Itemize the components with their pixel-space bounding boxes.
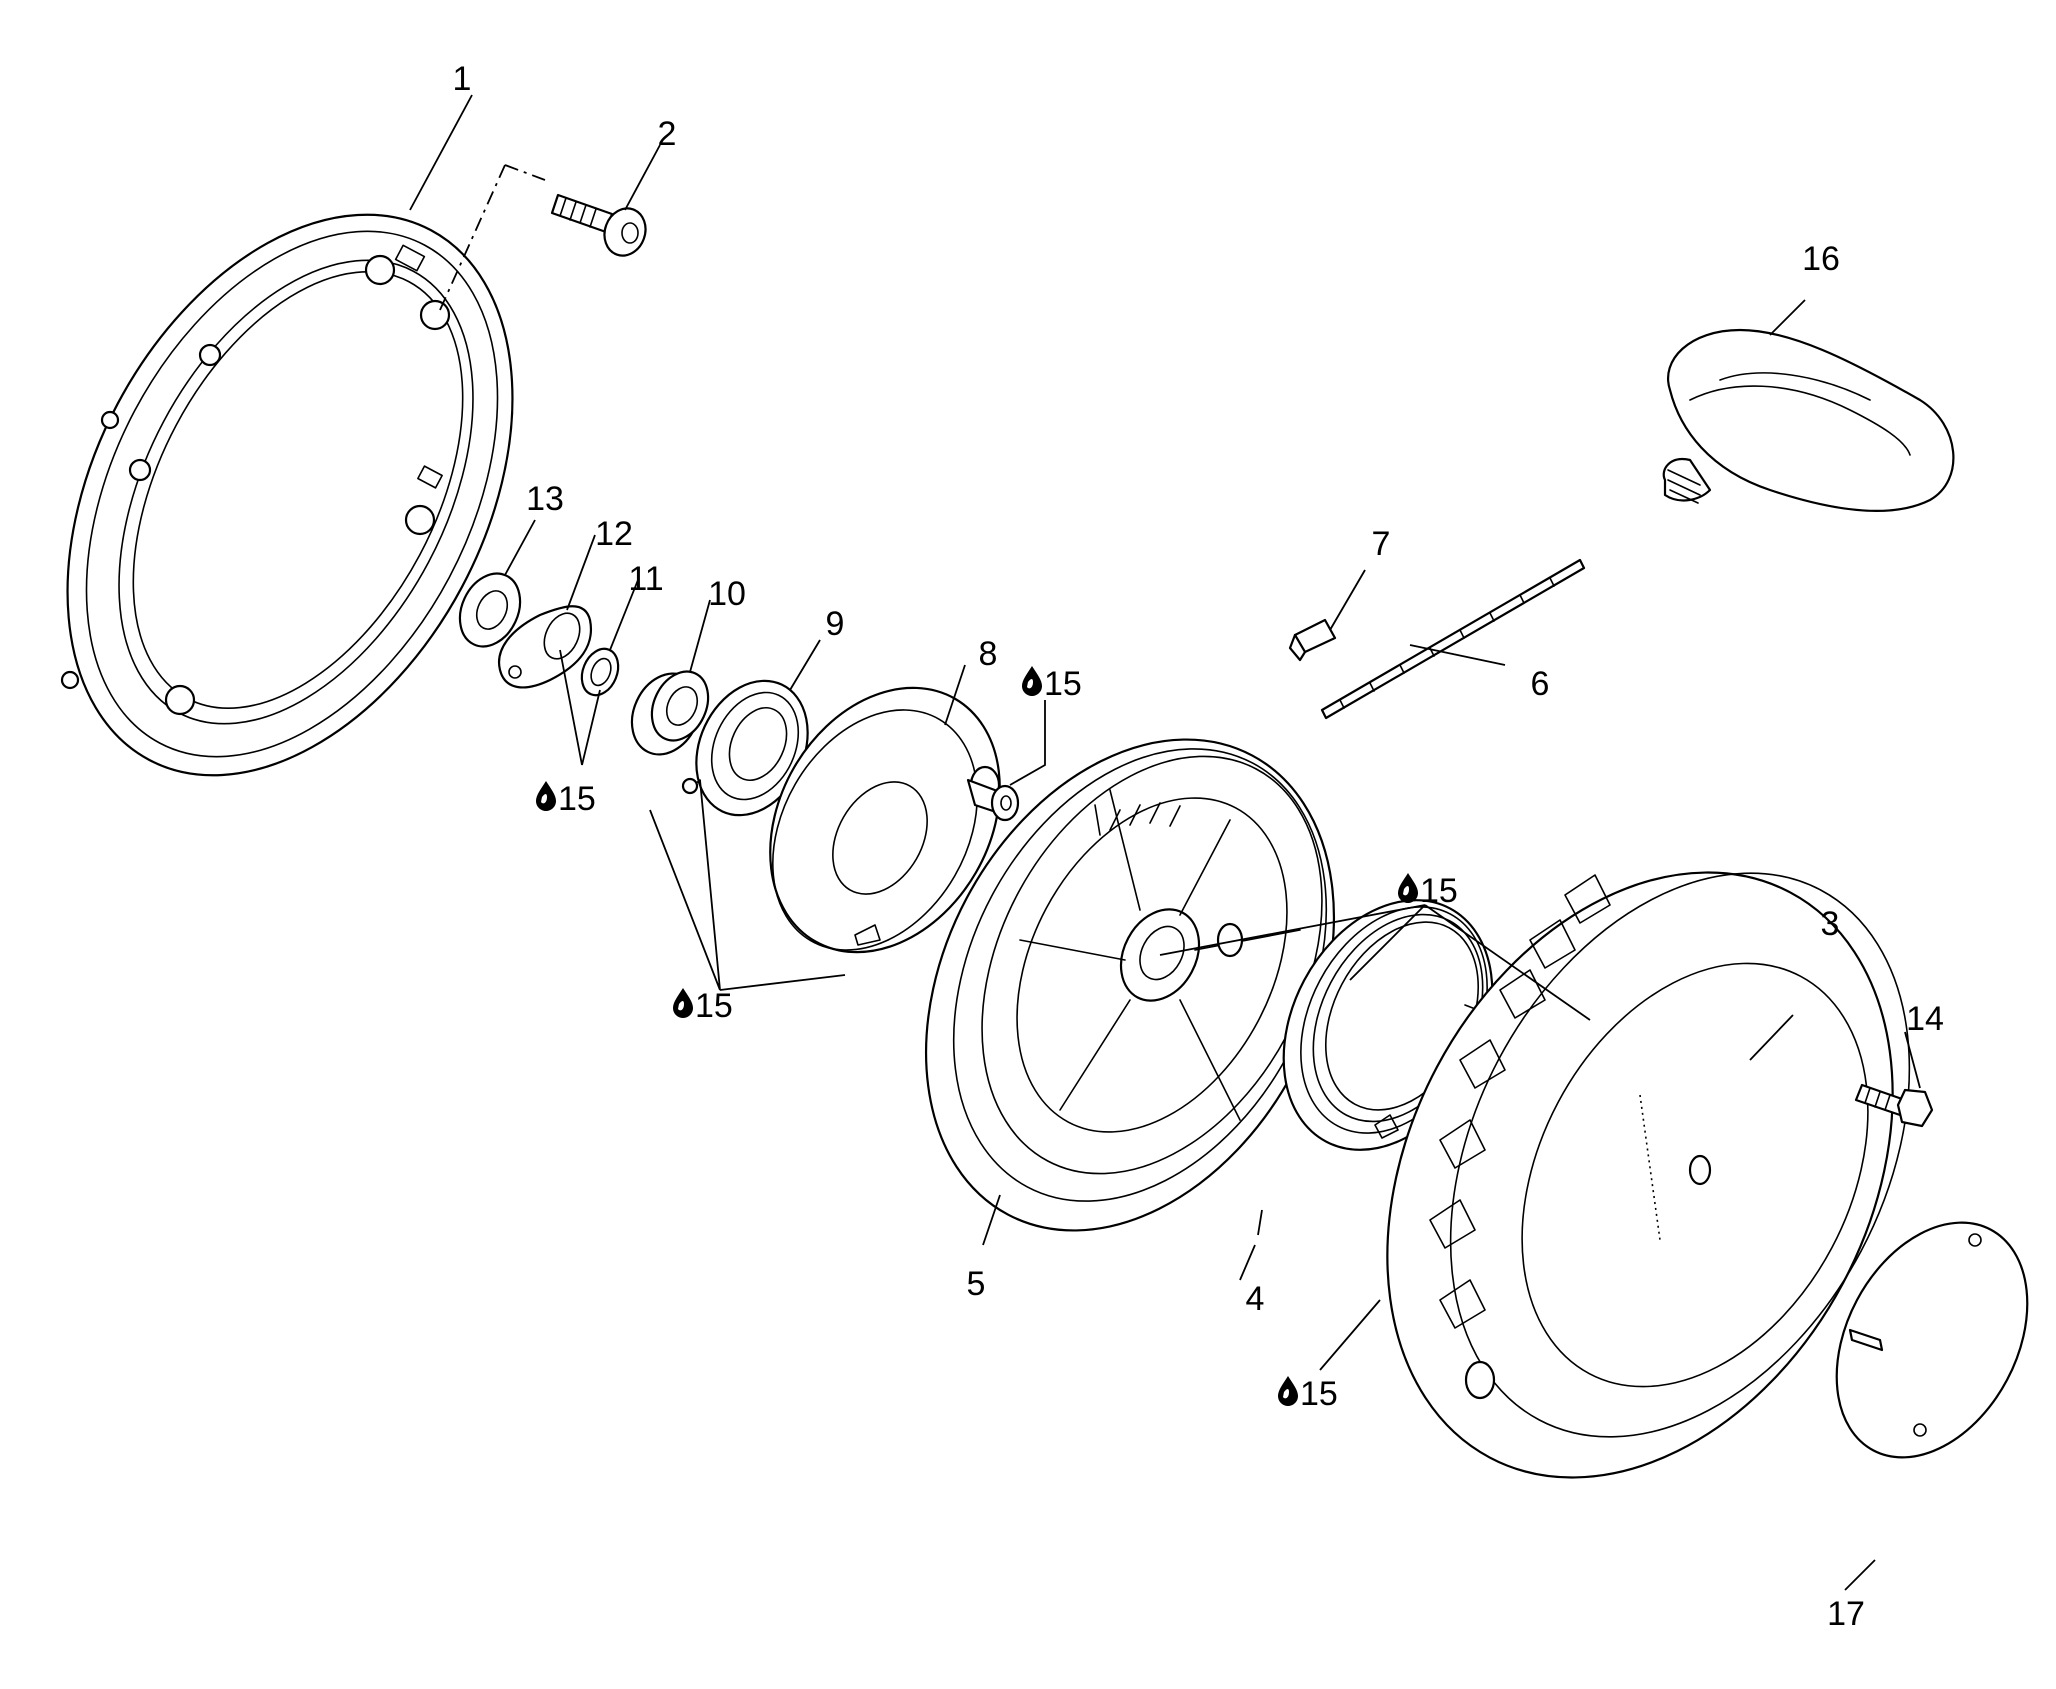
callout-12: 12	[595, 515, 633, 553]
callout-10: 10	[708, 575, 746, 613]
part-14-hex-screw	[1854, 1083, 1934, 1128]
svg-text:15: 15	[558, 780, 596, 818]
callout-8: 8	[979, 635, 998, 673]
callout-13: 13	[526, 480, 564, 518]
callout-11: 11	[628, 560, 663, 598]
part-1-flange-ring	[60, 213, 514, 777]
oil-drop-icon	[1278, 1376, 1298, 1406]
svg-text:15: 15	[1420, 872, 1458, 910]
lube-callout-4: 15	[1278, 1375, 1338, 1413]
oil-drop-icon	[1398, 873, 1418, 903]
lube-callout-9-8: 15	[673, 987, 733, 1025]
oil-drop-icon	[536, 781, 556, 811]
part-17-cover-plate	[1835, 1221, 2029, 1459]
part-7-key	[1288, 618, 1337, 662]
lube-callout-8: 15	[1022, 665, 1082, 703]
callout-9: 9	[826, 605, 845, 643]
part-8-ratchet	[769, 686, 1020, 954]
callout-2: 2	[658, 115, 677, 153]
part-2-socket-screw	[550, 193, 647, 257]
part-13-star-washer	[458, 572, 522, 648]
lube-callout-5-3: 15	[1398, 872, 1458, 910]
callout-4: 4	[1246, 1280, 1265, 1318]
callout-17: 17	[1827, 1595, 1865, 1633]
part-11-washer	[580, 647, 620, 697]
callout-labels: 1 2 3 4 5 6 7 8 9 10 11 12 13 14 16 17	[453, 60, 1944, 1633]
callout-14: 14	[1906, 1000, 1944, 1038]
oil-drop-icon	[673, 988, 693, 1018]
oil-drop-icon	[1022, 666, 1042, 696]
callout-1: 1	[453, 60, 472, 98]
svg-text:15: 15	[1044, 665, 1082, 703]
lubrication-callouts: 15 15 15 15 15	[536, 665, 1458, 1413]
callout-5: 5	[967, 1265, 986, 1303]
callout-7: 7	[1372, 525, 1391, 563]
callout-16: 16	[1802, 240, 1840, 278]
leader-lines	[409, 94, 1921, 1591]
part-8-pin	[966, 765, 1020, 822]
part-6-rope	[1320, 558, 1586, 720]
part-3-starter-housing	[1386, 871, 1911, 1479]
part-10-bushing	[630, 670, 710, 756]
lube-callout-12-11: 15	[536, 780, 596, 818]
part-16-handle	[1662, 328, 1955, 513]
callout-6: 6	[1531, 665, 1550, 703]
callout-3: 3	[1821, 905, 1840, 943]
part-9-pawl-spring	[681, 679, 809, 817]
svg-text:15: 15	[1300, 1375, 1338, 1413]
part-12-plate	[497, 605, 593, 689]
svg-text:15: 15	[695, 987, 733, 1025]
